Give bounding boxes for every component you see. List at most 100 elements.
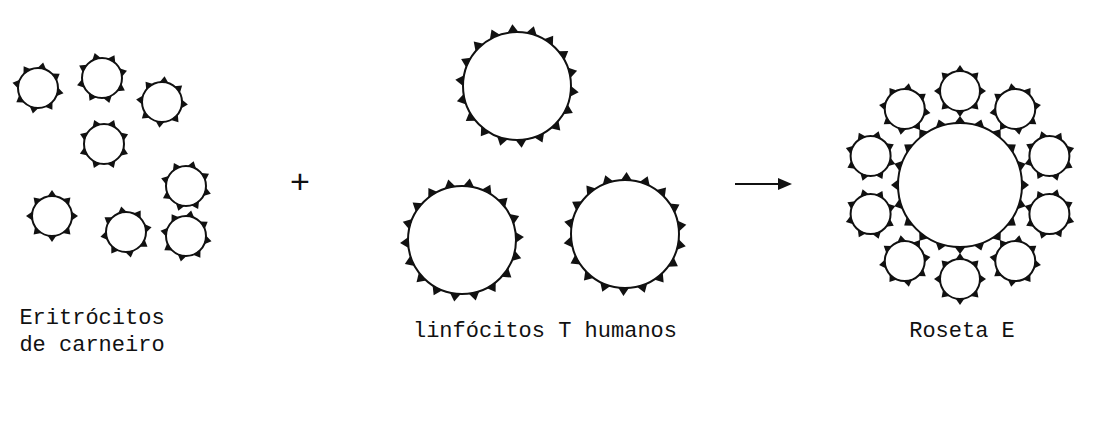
receptor-spike — [618, 288, 629, 296]
receptor-spike — [640, 176, 650, 186]
receptor-spike — [934, 87, 941, 96]
receptor-spike — [457, 94, 466, 105]
receptor-spike — [1067, 146, 1075, 154]
receptor-spike — [847, 161, 855, 169]
sheep-erythrocyte — [100, 206, 151, 257]
receptor-spike — [80, 147, 88, 155]
receptor-spike — [990, 254, 997, 263]
receptor-spike — [24, 66, 31, 74]
receptor-spike — [558, 51, 568, 60]
cell-membrane — [463, 32, 571, 140]
receptor-spike — [1037, 171, 1045, 179]
receptor-spike — [872, 231, 880, 239]
receptor-spike — [450, 293, 461, 302]
receptor-spike — [913, 122, 920, 130]
receptor-spike — [163, 191, 171, 199]
receptor-spike — [897, 128, 906, 135]
cells — [13, 24, 1075, 305]
receptor-spike — [403, 219, 413, 229]
receptor-spike — [894, 199, 903, 209]
receptor-spike — [1017, 161, 1026, 171]
receptor-spike — [56, 88, 63, 97]
receptor-spike — [942, 73, 950, 81]
receptor-spike — [125, 250, 134, 257]
receptor-spike — [971, 102, 979, 110]
receptor-spike — [894, 161, 903, 171]
receptor-spike — [923, 108, 930, 117]
sheep-erythrocyte — [161, 161, 211, 211]
sheep-erythrocyte — [26, 190, 78, 242]
receptor-spike — [1039, 231, 1047, 239]
receptor-spike — [570, 86, 579, 97]
receptor-spike — [534, 133, 544, 143]
receptor-spike — [884, 246, 892, 253]
receptor-spike — [417, 272, 427, 282]
receptor-spike — [191, 201, 199, 209]
receptor-spike — [904, 144, 913, 153]
receptor-spike — [186, 211, 195, 218]
receptor-spike — [971, 290, 979, 298]
receptor-spike — [107, 160, 115, 168]
receptor-spike — [897, 235, 906, 242]
receptor-spike — [178, 254, 187, 261]
sheep-erythrocyte — [846, 131, 895, 180]
receptor-spike — [564, 237, 573, 248]
receptor-spike — [1054, 229, 1062, 237]
receptor-spike — [974, 242, 984, 251]
cell-label: linfócitos T humanos — [380, 318, 710, 345]
receptor-spike — [563, 104, 573, 114]
receptor-spike — [942, 261, 950, 269]
receptor-spike — [1026, 219, 1034, 227]
receptor-spike — [586, 186, 595, 196]
receptor-spike — [405, 256, 415, 266]
receptor-spike — [603, 175, 613, 185]
receptor-spike — [994, 94, 1002, 101]
receptor-spike — [677, 221, 686, 232]
receptor-spike — [515, 232, 524, 243]
receptor-spike — [1026, 143, 1034, 151]
receptor-spike — [886, 143, 894, 151]
receptor-spike — [45, 102, 52, 110]
receptor-spike — [571, 255, 581, 265]
receptor-spike — [879, 260, 886, 269]
receptor-spike — [979, 87, 986, 96]
receptor-spike — [919, 129, 928, 138]
receptor-spike — [107, 55, 115, 63]
receptor-spike — [203, 187, 211, 196]
receptor-spike — [1023, 274, 1030, 282]
receptor-spike — [89, 93, 97, 101]
cell-membrane — [166, 166, 206, 206]
cell-membrane — [1029, 194, 1069, 234]
receptor-spike — [469, 291, 480, 300]
t-lymphocyte — [891, 116, 1029, 254]
receptor-spike — [516, 139, 527, 148]
receptor-spike — [118, 206, 127, 213]
receptor-spike — [1067, 216, 1075, 224]
receptor-spike — [879, 101, 886, 110]
receptor-spike — [38, 63, 47, 70]
cell-membrane — [32, 196, 72, 236]
cell-label: Eritrócitos de carneiro — [12, 305, 172, 359]
receptor-spike — [621, 172, 632, 180]
sheep-erythrocyte — [879, 235, 930, 286]
receptor-spike — [1028, 246, 1036, 253]
receptor-spike — [846, 216, 854, 224]
receptor-spike — [80, 132, 88, 140]
arrow-head — [778, 178, 792, 190]
receptor-spike — [201, 173, 209, 181]
receptor-spike — [93, 120, 101, 128]
receptor-spike — [1037, 191, 1045, 199]
receptor-spike — [891, 180, 898, 191]
receptor-spike — [994, 269, 1002, 276]
receptor-spike — [187, 161, 196, 169]
receptor-spike — [482, 185, 492, 195]
cell-membrane — [166, 216, 206, 256]
receptor-spike — [858, 133, 866, 141]
receptor-spike — [111, 246, 118, 254]
receptor-spike — [656, 188, 666, 198]
receptor-spike — [490, 29, 500, 39]
cell-membrane — [1029, 136, 1069, 176]
cell-membrane — [106, 212, 146, 252]
receptor-spike — [875, 171, 883, 179]
receptor-spike — [173, 163, 181, 171]
